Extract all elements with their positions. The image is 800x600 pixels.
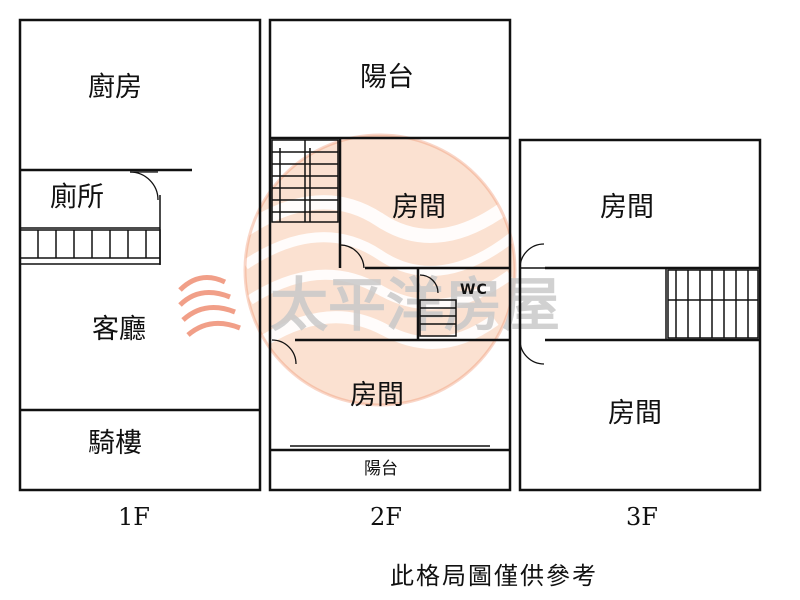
- room-kitchen: 廚房: [88, 72, 142, 103]
- floor-label-2f: 2F: [370, 503, 402, 531]
- room-2f-upper: 房間: [392, 192, 446, 223]
- room-living: 客廳: [92, 314, 146, 345]
- floor-label-3f: 3F: [626, 503, 658, 531]
- floor-3f-outline: [518, 138, 762, 492]
- room-3f-upper: 房間: [600, 192, 654, 223]
- room-2f-wc: WC: [460, 282, 488, 298]
- room-arcade: 騎樓: [88, 428, 142, 459]
- floor-3f: 房間 房間 3F: [518, 138, 762, 531]
- watermark-text: 太平洋房屋: [270, 271, 560, 339]
- disclaimer-note: 此格局圖僅供參考: [390, 562, 598, 590]
- watermark-logo: 太平洋房屋: [178, 133, 560, 407]
- stairs-3f: [667, 269, 759, 339]
- room-2f-balcony-top: 陽台: [360, 62, 414, 93]
- stairs-2f-small: [419, 299, 457, 337]
- stairs-2f: [271, 139, 339, 223]
- floor-1f: 廚房 廁所 客廳 騎樓 1F: [18, 18, 262, 531]
- room-2f-balcony-bottom: 陽台: [364, 459, 398, 479]
- floor-2f-outline: [268, 18, 512, 492]
- room-toilet: 廁所: [50, 182, 104, 213]
- room-3f-lower: 房間: [608, 398, 662, 429]
- floor-label-1f: 1F: [118, 503, 150, 531]
- room-2f-lower: 房間: [350, 380, 404, 411]
- floor-2f: 陽台 房間 WC 房間 陽台 2F: [268, 18, 512, 531]
- stairs-1f: [19, 229, 161, 265]
